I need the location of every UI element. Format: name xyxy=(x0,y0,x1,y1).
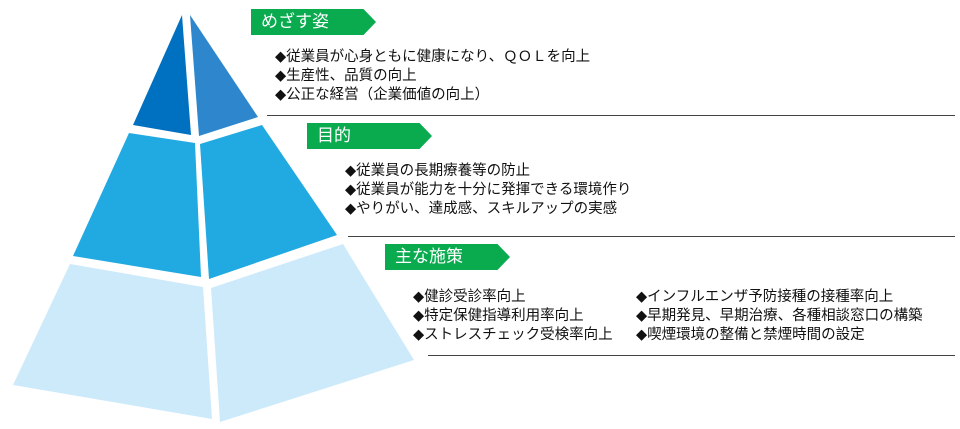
pyramid-bottom-right xyxy=(211,244,414,422)
vision-list: ◆従業員が心身ともに健康になり、ＱＯＬを向上 ◆生産性、品質の向上 ◆公正な経営… xyxy=(275,48,590,105)
divider xyxy=(428,355,955,356)
list-item: ◆生産性、品質の向上 xyxy=(275,68,417,84)
list-item: ◆特定保健指導利用率向上 xyxy=(413,308,584,324)
pyramid-top-left xyxy=(133,15,191,135)
list-item: ◆ストレスチェック受検率向上 xyxy=(413,327,613,343)
tier-label-purpose: 目的 xyxy=(307,123,432,149)
list-item: ◆喫煙環境の整備と禁煙時間の設定 xyxy=(636,327,865,343)
measures-list-col1: ◆健診受診率向上 ◆特定保健指導利用率向上 ◆ストレスチェック受検率向上 xyxy=(413,288,613,345)
list-item: ◆従業員が能力を十分に発揮できる環境作り xyxy=(345,182,632,198)
list-item: ◆従業員が心身ともに健康になり、ＱＯＬを向上 xyxy=(275,49,591,65)
tier-label-measures: 主な施策 xyxy=(385,244,510,270)
list-item: ◆公正な経営（企業価値の向上） xyxy=(275,87,490,103)
divider xyxy=(267,115,955,116)
pyramid-bottom-left xyxy=(13,264,212,419)
pyramid-middle-right xyxy=(200,125,337,279)
list-item: ◆早期発見、早期治療、各種相談窓口の構築 xyxy=(636,308,923,324)
pyramid-middle-left xyxy=(73,133,201,277)
list-item: ◆やりがい、達成感、スキルアップの実感 xyxy=(345,201,618,217)
measures-list-col2: ◆インフルエンザ予防接種の接種率向上 ◆早期発見、早期治療、各種相談窓口の構築 … xyxy=(636,288,923,345)
pyramid-top-right xyxy=(190,15,258,136)
purpose-list: ◆従業員の長期療養等の防止 ◆従業員が能力を十分に発揮できる環境作り ◆やりがい… xyxy=(345,162,631,219)
tier-label-vision: めざす姿 xyxy=(251,9,376,35)
list-item: ◆健診受診率向上 xyxy=(413,289,526,305)
list-item: ◆従業員の長期療養等の防止 xyxy=(345,163,531,179)
pyramid xyxy=(13,15,414,422)
list-item: ◆インフルエンザ予防接種の接種率向上 xyxy=(636,289,894,305)
divider xyxy=(348,236,955,237)
